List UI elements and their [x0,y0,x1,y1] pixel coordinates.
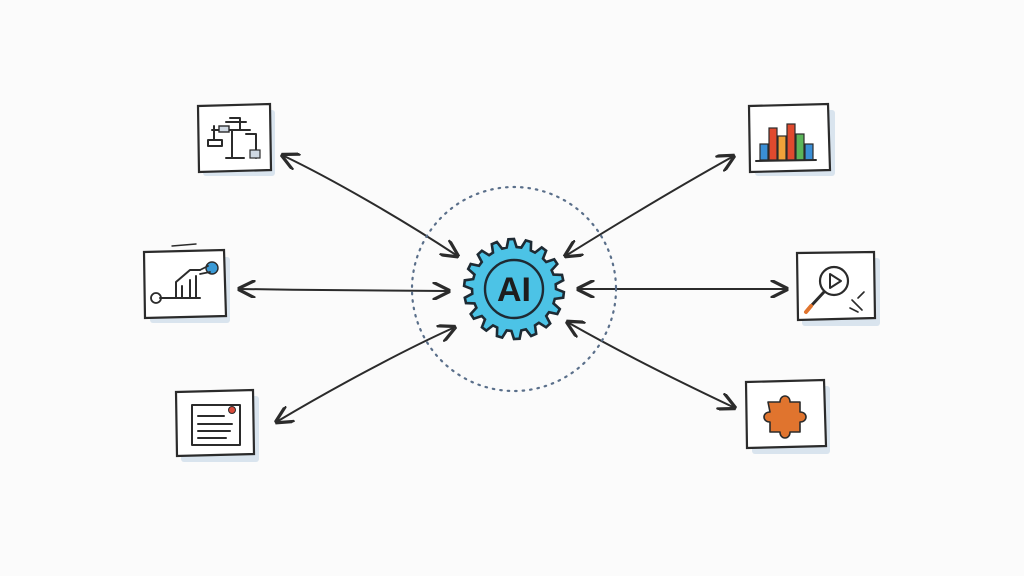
bar-chart-icon-bar [786,123,796,161]
node-document [174,388,259,462]
node-robotic-arm [142,243,230,323]
bar-chart-icon [755,123,817,162]
puzzle-piece-icon [763,395,807,439]
connector-document [278,328,453,421]
robotic-arm-icon [150,261,219,304]
bar-chart-icon-bar [759,143,769,161]
connector-puzzle [569,323,733,407]
bar-chart-icon-bar [795,133,805,161]
bar-chart-icon-bar [768,127,778,161]
factory-machine-icon [207,117,261,159]
hub-dotted-halo [410,185,618,393]
gear-icon [462,237,566,341]
bar-chart-icon-bar [777,135,787,161]
connectors [241,156,785,421]
connector-bar-chart [567,157,732,255]
play-icon [829,273,842,289]
document-icon [191,404,241,446]
hub-inner-ring [483,258,545,320]
node-machinery [196,102,275,176]
bar-chart-icon-bar [804,143,814,161]
connector-machinery [284,156,456,255]
accent-pin [228,406,236,414]
hub-label: AI [497,271,531,309]
node-video-search [795,250,880,326]
ai-hub: AI [410,185,618,393]
node-bar-chart [747,102,835,176]
connector-robotic-arm [241,289,447,291]
bar-chart-icon-baseline [755,159,817,162]
node-puzzle [744,378,830,454]
video-search-icon [804,265,865,314]
